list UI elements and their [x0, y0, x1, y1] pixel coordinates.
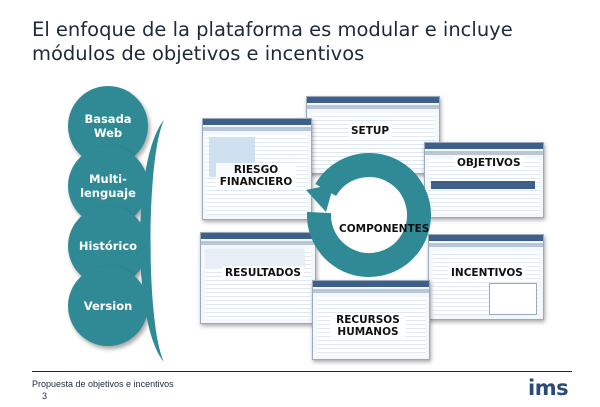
label-objetivos: OBJETIVOS: [454, 156, 524, 170]
label-incentivos: INCENTIVOS: [448, 266, 526, 280]
label-resultados: RESULTADOS: [222, 266, 304, 280]
components-cycle-arrow: [306, 153, 431, 278]
feature-label: Version: [83, 299, 133, 313]
feature-label: Histórico: [78, 239, 138, 253]
feature-multi-lenguaje: Multi-lenguaje: [68, 146, 148, 226]
slide-title: El enfoque de la plataforma es modular e…: [32, 18, 513, 65]
bracket-arc: [140, 120, 164, 362]
screenshot-objetivos: [424, 142, 544, 218]
feature-label: Basada Web: [84, 112, 132, 140]
ims-logo: ims: [528, 376, 569, 400]
footer-text: Propuesta de objetivos e incentivos: [32, 379, 174, 389]
label-setup: SETUP: [348, 124, 393, 138]
label-riesgo-financiero: RIESGO FINANCIERO: [216, 163, 296, 189]
page-number: 3: [42, 391, 48, 401]
footer-divider: [32, 371, 572, 372]
feature-version: Version: [68, 266, 148, 346]
feature-label: Multi-lenguaje: [80, 172, 136, 200]
label-componentes: COMPONENTES: [339, 223, 430, 235]
screenshot-resultados: [200, 232, 316, 324]
label-recursos-humanos: RECURSOS HUMANOS: [330, 313, 406, 339]
